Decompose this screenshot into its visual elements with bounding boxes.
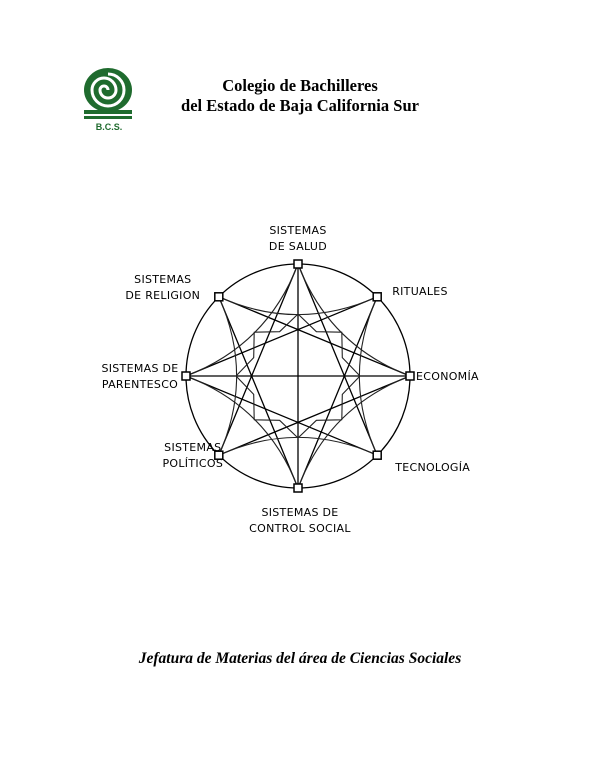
- star-line: [218, 296, 411, 377]
- node-label-salud-line2: DE SALUD: [269, 240, 327, 253]
- node-label-politicos: SISTEMAS: [164, 441, 221, 454]
- connection-curve: [297, 263, 411, 377]
- spiral-logo-icon: [84, 68, 132, 119]
- node-label-politicos-line2: POLÍTICOS: [162, 457, 223, 470]
- college-logo: B.C.S.: [80, 66, 140, 136]
- star-line: [185, 375, 378, 456]
- connection-curve: [297, 375, 411, 489]
- star-line: [297, 296, 378, 489]
- connection-curve: [185, 263, 299, 377]
- node-label-parentesco: SISTEMAS DE: [101, 362, 178, 375]
- node-label-rituales: RITUALES: [392, 285, 448, 298]
- node-marker: [293, 259, 303, 269]
- node-marker: [405, 371, 415, 381]
- document-header: Colegio de Bachilleres del Estado de Baj…: [150, 76, 450, 116]
- node-label-control: SISTEMAS DE: [261, 506, 338, 519]
- footer-text: Jefatura de Materias del área de Ciencia…: [138, 650, 462, 667]
- node-label-tecnologia: TECNOLOGÍA: [394, 461, 470, 474]
- node-marker: [372, 450, 382, 460]
- node-label-control-line2: CONTROL SOCIAL: [249, 522, 351, 535]
- node-marker: [372, 292, 382, 302]
- header-line-2: del Estado de Baja California Sur: [181, 96, 419, 115]
- node-label-parentesco-line2: PARENTESCO: [102, 378, 178, 391]
- node-label-economia: ECONOMÍA: [416, 370, 479, 383]
- node-marker: [214, 450, 224, 460]
- connection-curve: [185, 375, 299, 489]
- diagram-svg: SISTEMAS DE SALUD RITUALES ECONOMÍA TECNOLOG…: [101, 224, 479, 535]
- star-line: [185, 296, 378, 377]
- node-marker: [293, 483, 303, 493]
- star-line: [218, 375, 411, 456]
- node-label-religion: SISTEMAS: [134, 273, 191, 286]
- inner-wavy-ring: [235, 313, 361, 439]
- node-label-salud: SISTEMAS: [269, 224, 326, 237]
- node-marker: [214, 292, 224, 302]
- star-line: [218, 263, 299, 456]
- logo-caption: B.C.S.: [96, 122, 123, 132]
- cultural-systems-diagram: SISTEMAS DE SALUD RITUALES ECONOMÍA TECNOLOG…: [0, 200, 600, 550]
- node-label-religion-line2: DE RELIGION: [125, 289, 200, 302]
- star-line: [297, 263, 378, 456]
- star-line: [218, 296, 299, 489]
- header-line-1: Colegio de Bachilleres: [222, 76, 378, 95]
- node-marker: [181, 371, 191, 381]
